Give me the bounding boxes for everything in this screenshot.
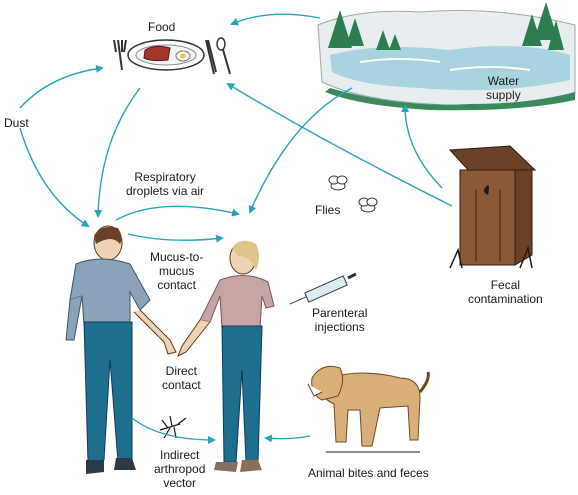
food-illustration	[113, 37, 231, 75]
tree-icon	[328, 2, 564, 50]
woman-figure	[177, 240, 275, 472]
arrow-outhouse-to-water	[401, 104, 443, 189]
dog-figure	[307, 365, 430, 453]
mosquito-icon	[159, 415, 187, 439]
arrow-man-to-woman	[127, 233, 224, 243]
moon-icon	[484, 185, 489, 195]
arrow-outhouse-to-food	[226, 82, 453, 207]
syringe-icon	[289, 272, 357, 305]
arrow-dust-to-food	[19, 64, 104, 109]
transmission-arrows	[19, 13, 453, 444]
arrow-mosquito-chain	[131, 417, 216, 444]
water-supply-illustration	[317, 2, 576, 111]
animal-bites-label: Animal bites and feces	[308, 466, 429, 480]
spoon-icon	[221, 45, 231, 75]
fly-icon	[328, 175, 378, 213]
arrow-dust-to-man	[19, 127, 90, 228]
steak-icon	[143, 45, 171, 62]
food-label: Food	[148, 20, 176, 34]
knife-icon	[205, 39, 217, 75]
dust-label: Dust	[4, 116, 29, 130]
arrow-water-to-woman	[248, 87, 353, 214]
arrow-water-to-food	[230, 13, 321, 26]
arrow-food-to-man	[94, 87, 141, 218]
arrow-dog-to-woman	[264, 434, 311, 443]
outhouse-illustration	[448, 145, 537, 269]
man-figure	[65, 225, 177, 474]
flies-label: Flies	[315, 203, 341, 217]
arrow-respiratory	[115, 205, 240, 221]
fork-icon	[113, 39, 127, 71]
